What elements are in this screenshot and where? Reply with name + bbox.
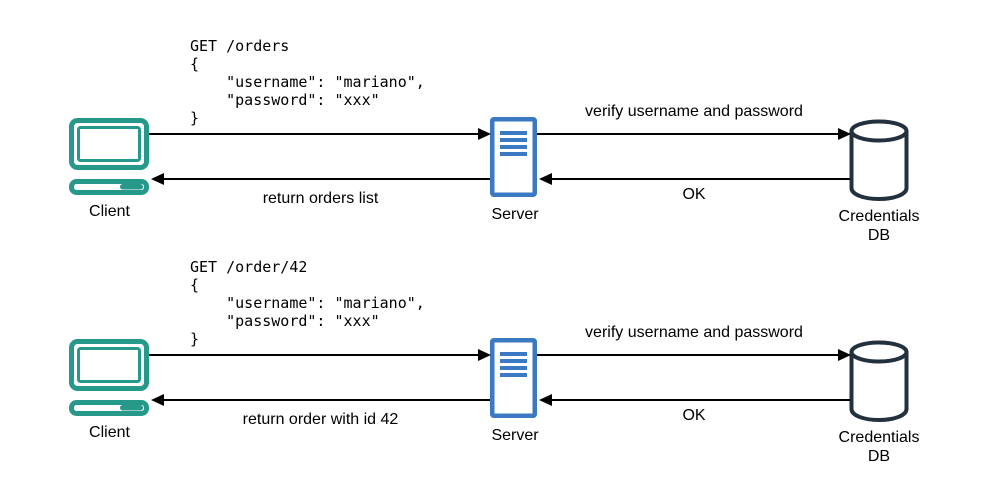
server-icon — [490, 338, 537, 418]
arrowhead-icon — [478, 349, 491, 361]
request-code: GET /order/42 { "username": "mariano", "… — [190, 258, 425, 348]
arrow-server-to-client — [151, 394, 490, 406]
arrowhead-icon — [151, 394, 164, 406]
arrowhead-icon — [838, 128, 851, 140]
database-label: Credentials DB — [819, 207, 939, 245]
arrow-client-to-server — [149, 349, 491, 361]
client-computer-icon — [69, 118, 149, 195]
verify-label: verify username and password — [585, 103, 803, 120]
arrow-db-to-server — [539, 173, 850, 185]
arrow-db-to-server — [539, 394, 850, 406]
arrow-server-to-client — [151, 173, 490, 185]
sequence-flow-orders: GET /orders { "username": "mariano", "pa… — [69, 37, 939, 245]
arrowhead-icon — [539, 394, 552, 406]
arrow-server-to-db — [537, 128, 851, 140]
arrow-server-to-db — [537, 349, 851, 361]
server-label: Server — [491, 206, 539, 223]
arrowhead-icon — [838, 349, 851, 361]
return-label: return orders list — [262, 190, 379, 207]
server-icon — [490, 117, 537, 197]
ok-label: OK — [682, 186, 706, 203]
database-icon — [849, 340, 909, 422]
database-icon — [849, 119, 909, 201]
arrowhead-icon — [478, 128, 491, 140]
verify-label: verify username and password — [585, 324, 803, 341]
database-label: Credentials DB — [819, 428, 939, 466]
ok-label: OK — [682, 407, 706, 424]
client-label: Client — [89, 424, 130, 441]
return-label: return order with id 42 — [242, 411, 399, 428]
request-code: GET /orders { "username": "mariano", "pa… — [190, 37, 425, 127]
arrowhead-icon — [539, 173, 552, 185]
sequence-flow-order-42: GET /order/42 { "username": "mariano", "… — [0, 221, 981, 473]
server-label: Server — [491, 427, 539, 444]
database-label-line2: DB — [867, 448, 891, 465]
client-computer-icon — [69, 339, 149, 416]
database-label-line1: Credentials — [838, 208, 920, 225]
arrowhead-icon — [151, 173, 164, 185]
database-label-line1: Credentials — [838, 429, 920, 446]
client-label: Client — [89, 203, 130, 220]
database-label-line2: DB — [867, 227, 891, 244]
arrow-client-to-server — [149, 128, 491, 140]
